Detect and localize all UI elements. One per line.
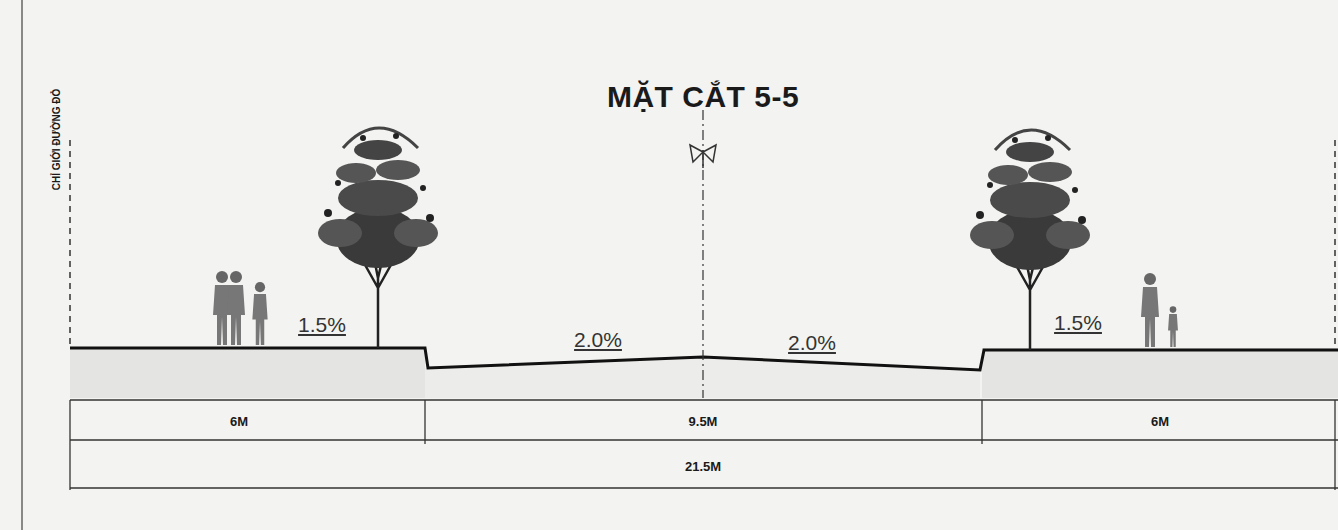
slope-label: 1.5%	[1054, 311, 1102, 335]
slope-label: 2.0%	[788, 331, 836, 355]
dimension-label: 6M	[230, 414, 248, 429]
slope-label: 1.5%	[298, 313, 346, 337]
boundary-label: CHỈ GIỚI ĐƯỜNG ĐỎ	[51, 89, 62, 190]
dimension-label: 21.5M	[685, 459, 721, 474]
dimension-label: 6M	[1151, 414, 1169, 429]
dimension-label: 9.5M	[689, 414, 718, 429]
section-title: MẶT CẮT 5-5	[607, 80, 799, 114]
slope-label: 2.0%	[574, 328, 622, 352]
